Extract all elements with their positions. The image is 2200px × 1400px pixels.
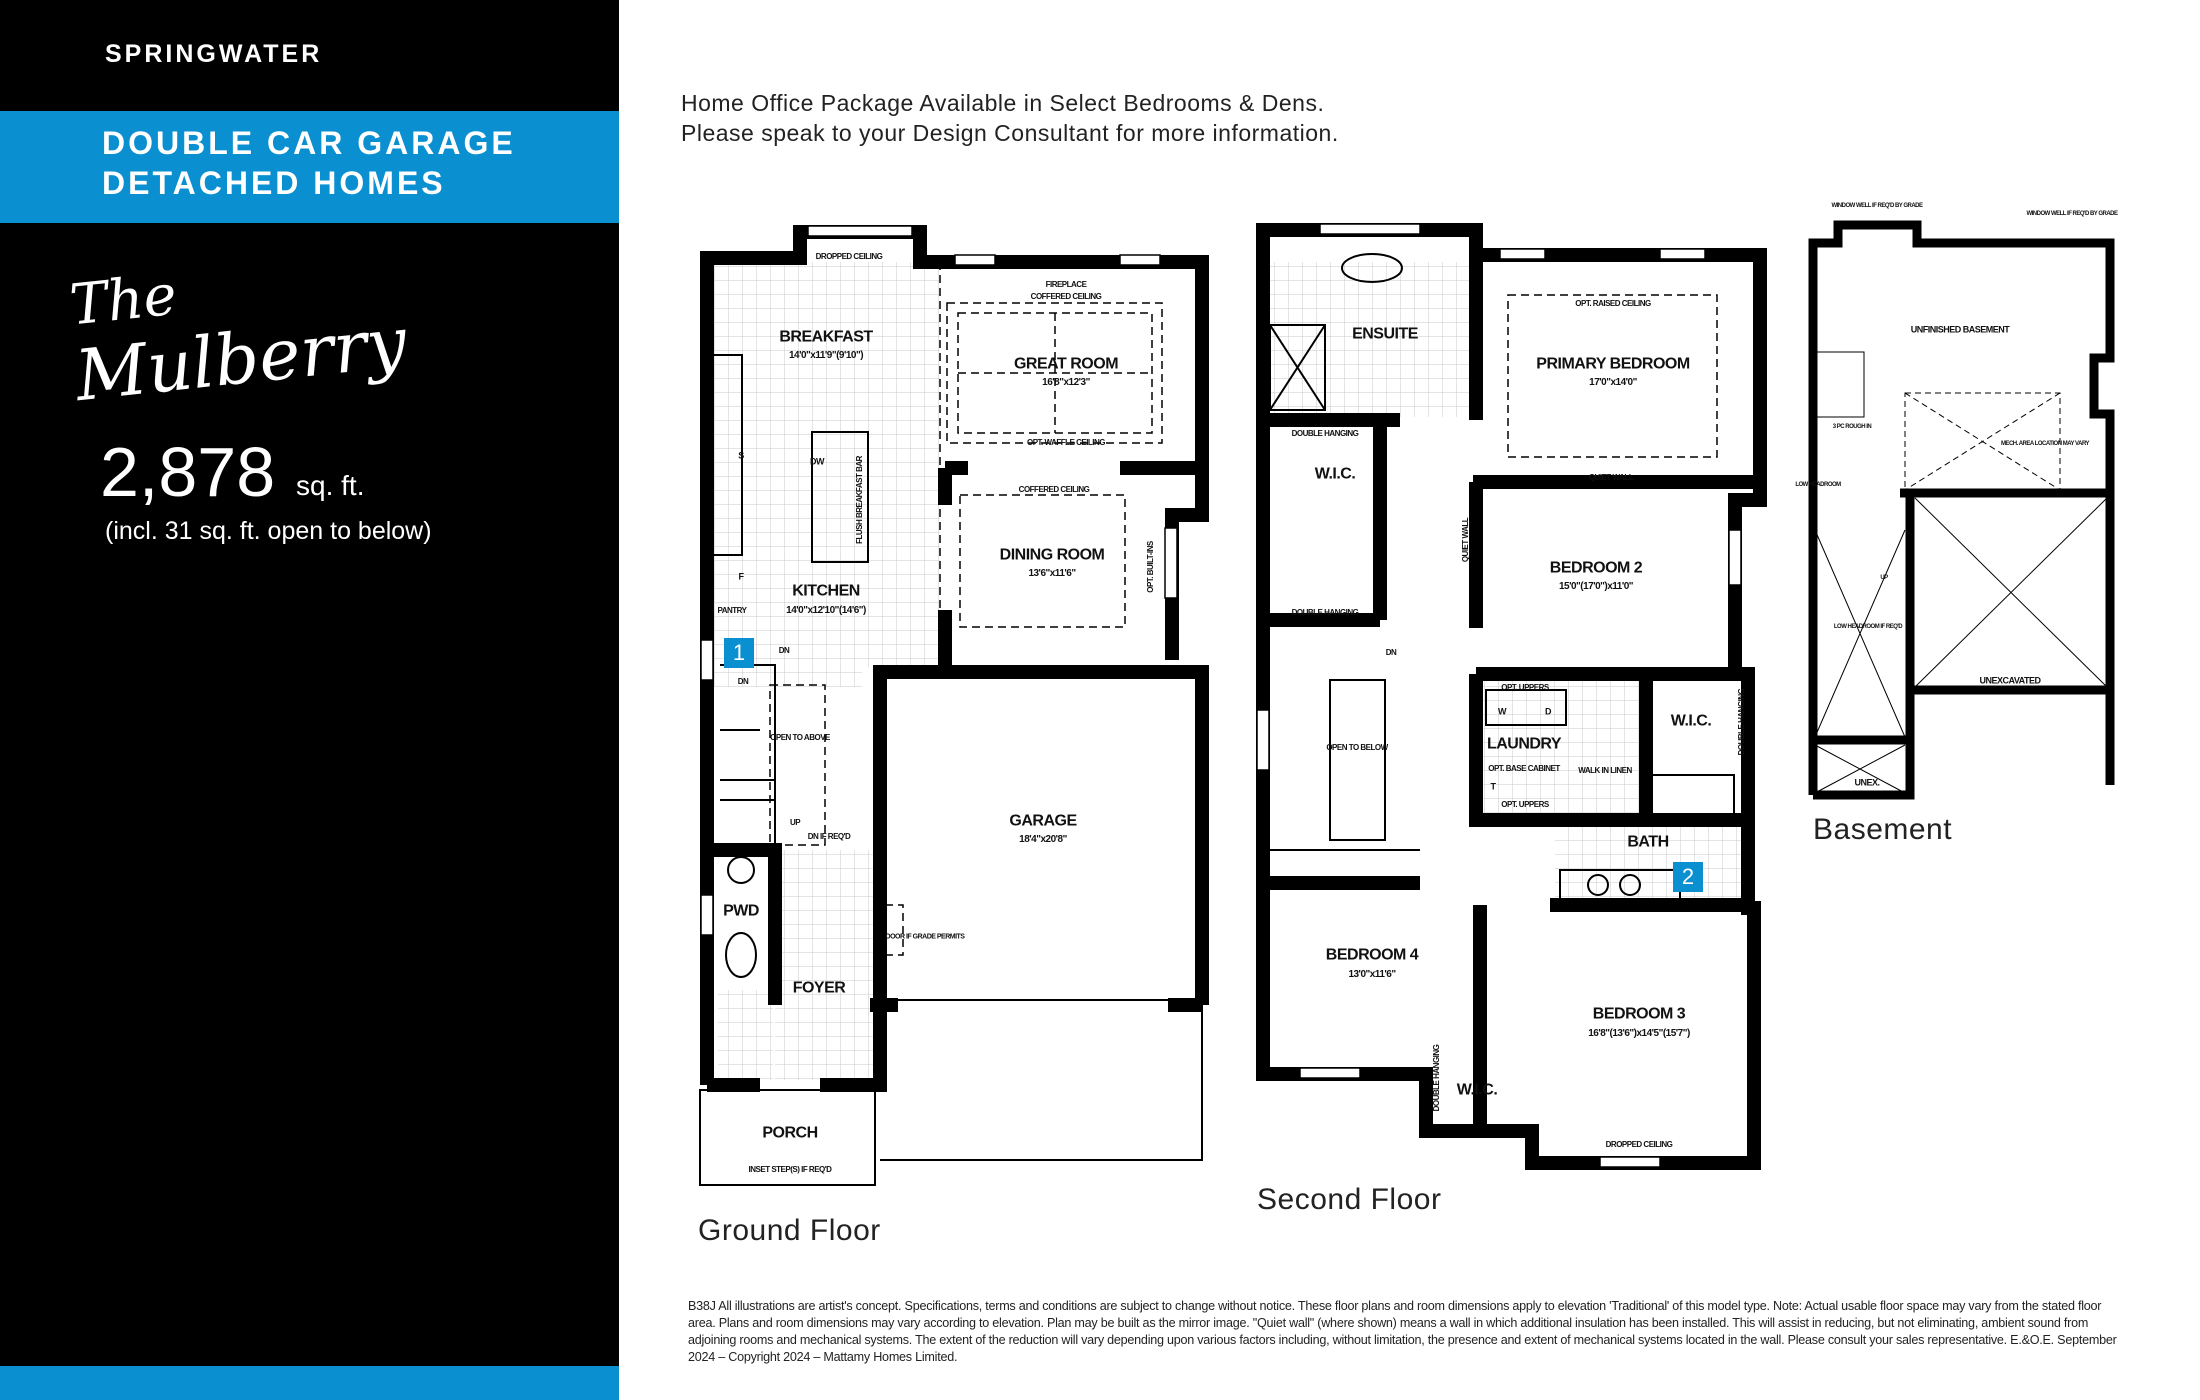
- second-floor-label: BEDROOM 2: [1549, 559, 1643, 577]
- category-line-1: DOUBLE CAR GARAGE: [102, 125, 516, 161]
- basement-label: 3 PC ROUGH IN: [1832, 423, 1872, 430]
- basement-label: UNEX.: [1854, 777, 1880, 788]
- second-floor-label: DN: [1385, 647, 1397, 657]
- second-floor-label: BATH: [1627, 833, 1669, 851]
- ground-floor-label: COFFERED CEILING: [1030, 291, 1102, 301]
- ground-floor-plan: [699, 225, 1209, 1186]
- notice-line-1: Home Office Package Available in Select …: [681, 90, 1325, 116]
- ground-floor-label: F: [738, 571, 745, 582]
- ground-floor-label: FLUSH BREAKFAST BAR: [854, 456, 864, 544]
- ground-floor-label: INSET STEP(S) IF REQ'D: [748, 1164, 832, 1174]
- basement-plan: [1808, 220, 2115, 800]
- second-floor-label: ENSUITE: [1352, 325, 1418, 343]
- second-floor-label: OPT. BASE CABINET: [1488, 763, 1560, 773]
- ground-floor-label: S: [738, 450, 744, 461]
- community-name: SPRINGWATER: [105, 40, 323, 68]
- bottom-accent-bar: [0, 1366, 619, 1400]
- ground-floor-label: GARAGE: [1009, 812, 1077, 830]
- second-floor-plan: [1256, 223, 1767, 1170]
- category-line-2: DETACHED HOMES: [102, 165, 446, 201]
- ground-floor-label: 14'0"x11'9"(9'10"): [788, 349, 864, 361]
- second-floor-label: DOUBLE HANGING: [1291, 607, 1359, 617]
- ground-floor-label: PWD: [723, 902, 759, 920]
- ground-floor-label: UP: [789, 817, 801, 827]
- second-floor-label: PRIMARY BEDROOM: [1536, 355, 1690, 373]
- basement-label: UNFINISHED BASEMENT: [1910, 324, 2010, 335]
- second-floor-label: T: [1490, 781, 1497, 792]
- basement-label: MECH. AREA LOCATION MAY VARY: [2000, 440, 2090, 447]
- second-floor-label: BEDROOM 4: [1325, 946, 1419, 964]
- ground-floor-label: PORCH: [762, 1124, 818, 1142]
- notice-line-2: Please speak to your Design Consultant f…: [681, 120, 1339, 146]
- callout-badge-1: 1: [724, 638, 754, 668]
- second-floor-label: 13'0"x11'6": [1348, 968, 1396, 980]
- second-floor-label: D: [1545, 706, 1552, 717]
- ground-floor-label: PANTRY: [717, 605, 748, 615]
- ground-floor-label: DOOR IF GRADE PERMITS: [885, 933, 965, 941]
- second-floor-label: 17'0"x14'0": [1589, 376, 1637, 388]
- second-floor-label: W.I.C.: [1456, 1081, 1498, 1099]
- basement-label: WINDOW WELL IF REQ'D BY GRADE: [1831, 202, 1923, 209]
- ground-floor-label: 14'0"x12'10"(14'6"): [786, 604, 866, 616]
- basement-title: Basement: [1813, 813, 1953, 846]
- second-floor-label: W.I.C.: [1314, 465, 1356, 483]
- ground-floor-label: DINING ROOM: [999, 546, 1105, 564]
- second-floor-label: OPEN TO BELOW: [1326, 742, 1388, 752]
- legal-disclaimer: B38J All illustrations are artist's conc…: [688, 1299, 2117, 1364]
- ground-floor-label: DN: [778, 645, 790, 655]
- ground-floor-label: GREAT ROOM: [1013, 355, 1119, 373]
- ground-floor-label: 18'4"x20'8": [1019, 833, 1067, 845]
- square-footage-unit: sq. ft.: [296, 470, 365, 501]
- ground-floor-label: OPT. BUILT-INS: [1145, 541, 1155, 593]
- second-floor-label: BEDROOM 3: [1592, 1005, 1686, 1023]
- basement-label: UNEXCAVATED: [1979, 675, 2041, 686]
- ground-floor-label: BREAKFAST: [779, 328, 873, 346]
- ground-floor-label: 13'6"x11'6": [1028, 567, 1076, 579]
- ground-floor-label: KITCHEN: [792, 582, 860, 600]
- ground-floor-label: DW: [810, 456, 825, 467]
- basement-label: UP: [1880, 574, 1888, 581]
- second-floor-label: W: [1498, 706, 1507, 717]
- basement-label: LOW HEADROOM: [1795, 481, 1841, 488]
- sidebar: SPRINGWATER DOUBLE CAR GARAGE DETACHED H…: [0, 0, 619, 1400]
- ground-floor-title: Ground Floor: [698, 1214, 881, 1247]
- second-floor-label: DOUBLE HANGING: [1736, 688, 1746, 756]
- square-footage: 2,878: [100, 433, 276, 511]
- second-floor-label: OPT. RAISED CEILING: [1575, 298, 1651, 308]
- second-floor-label: W.I.C.: [1670, 712, 1712, 730]
- ground-floor-label: DROPPED CEILING: [815, 251, 883, 261]
- ground-floor-label: FIREPLACE: [1045, 279, 1087, 289]
- second-floor-label: OPT. UPPERS: [1501, 682, 1549, 692]
- square-footage-note: (incl. 31 sq. ft. open to below): [105, 517, 432, 545]
- second-floor-label: LAUNDRY: [1486, 735, 1562, 753]
- second-floor-title: Second Floor: [1257, 1183, 1442, 1216]
- second-floor-label: DROPPED CEILING: [1605, 1139, 1673, 1149]
- second-floor-label: OPT. UPPERS: [1501, 799, 1549, 809]
- ground-floor-label: 16'8"x12'3": [1042, 376, 1090, 388]
- basement-label: WINDOW WELL IF REQ'D BY GRADE: [2026, 210, 2118, 217]
- ground-floor-label: DN IF REQ'D: [807, 831, 851, 841]
- home-office-notice: Home Office Package Available in Select …: [681, 88, 1339, 148]
- second-floor-label: DOUBLE HANGING: [1431, 1044, 1441, 1112]
- ground-floor-label: COFFERED CEILING: [1018, 484, 1090, 494]
- second-floor-label: 15'0"(17'0")x11'0": [1558, 580, 1634, 592]
- second-floor-label: WALK IN LINEN: [1578, 765, 1632, 775]
- ground-floor-label: DN: [737, 676, 749, 686]
- basement-label: LOW HEADROOM IF REQ'D: [1833, 623, 1903, 630]
- second-floor-label: QUIET WALL: [1460, 517, 1470, 563]
- ground-floor-label: OPT. WAFFLE CEILING: [1026, 437, 1106, 447]
- category-band: DOUBLE CAR GARAGE DETACHED HOMES: [0, 111, 619, 223]
- second-floor-label: 16'8"(13'6")x14'5"(15'7"): [1588, 1027, 1690, 1039]
- ground-floor-label: FOYER: [792, 979, 846, 997]
- second-floor-label: DOUBLE HANGING: [1291, 428, 1359, 438]
- second-floor-label: QUIET WALL: [1588, 472, 1634, 482]
- ground-floor-label: OPEN TO ABOVE: [770, 732, 830, 742]
- callout-badge-2: 2: [1673, 862, 1703, 892]
